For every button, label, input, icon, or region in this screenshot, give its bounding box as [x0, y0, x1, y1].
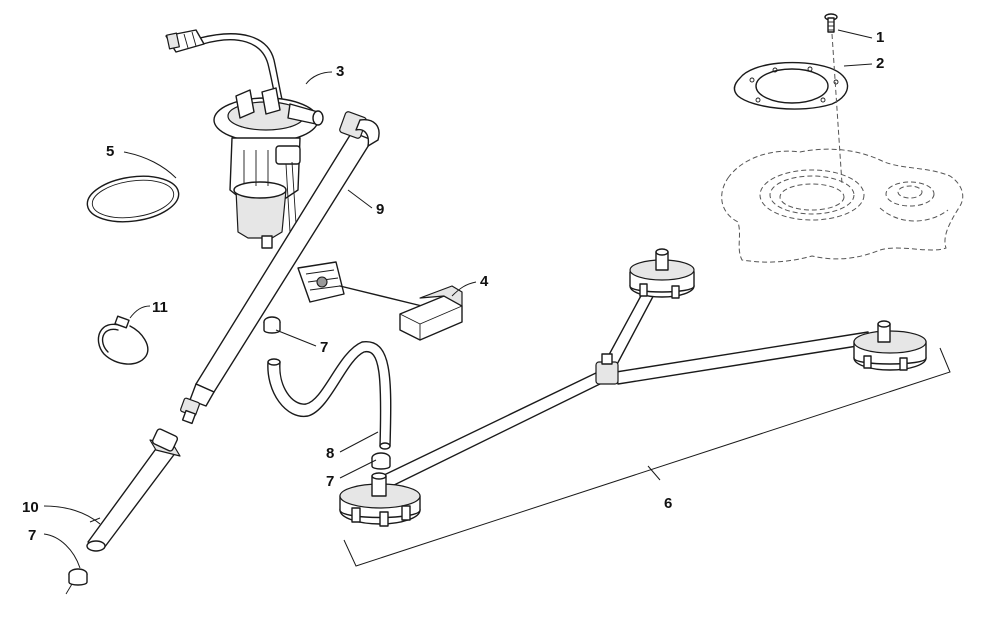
- callout-8: 8: [326, 445, 334, 462]
- callout-1: 1: [876, 29, 884, 46]
- part-formed-hose-8: [267, 341, 392, 450]
- part-fuel-hose-10: [86, 428, 181, 552]
- callout-9: 9: [376, 201, 384, 218]
- part-flange-plate: [733, 61, 849, 110]
- callout-2: 2: [876, 55, 884, 72]
- callout-7-upper: 7: [320, 339, 328, 356]
- fuel-tank-outline: [721, 33, 964, 263]
- callout-7-lower: 7: [28, 527, 36, 544]
- part-pickup-manifold: [339, 248, 951, 567]
- part-fuel-pump-assembly: [165, 29, 324, 249]
- part-screw: [824, 13, 838, 33]
- part-level-sender: [297, 261, 463, 341]
- callout-3: 3: [336, 63, 344, 80]
- part-fuel-hose-9: [180, 111, 380, 425]
- part-clamp-7-lower: [65, 568, 88, 595]
- callout-6: 6: [664, 495, 672, 512]
- callout-5: 5: [106, 143, 114, 160]
- part-o-ring: [86, 175, 180, 223]
- callout-10: 10: [22, 499, 39, 516]
- callout-7-middle: 7: [326, 473, 334, 490]
- callout-11: 11: [152, 299, 168, 316]
- callout-4: 4: [480, 273, 489, 290]
- leader-lines: [43, 29, 873, 569]
- part-clamp-11: [97, 315, 149, 365]
- part-clamp-7-middle: [371, 452, 391, 470]
